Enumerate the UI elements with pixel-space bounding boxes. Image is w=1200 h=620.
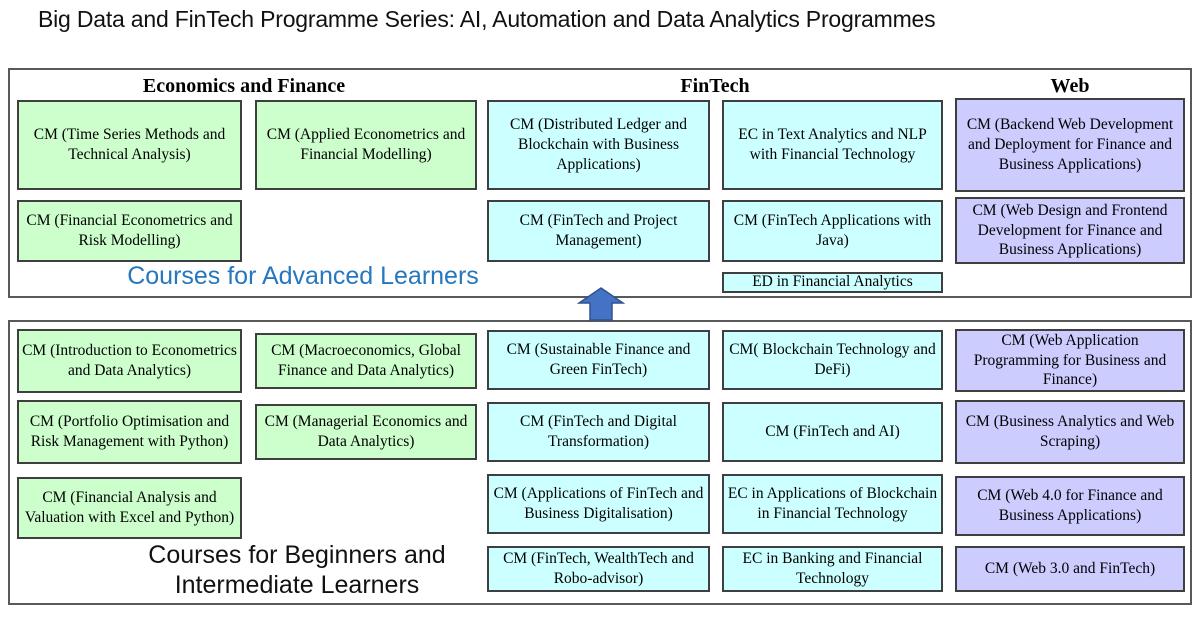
advanced-learners-label: Courses for Advanced Learners	[127, 262, 479, 290]
course-cell: EC in Applications of Blockchain in Fina…	[722, 474, 943, 534]
column-header-fintech: FinTech	[680, 75, 750, 97]
course-cell: CM (Web 4.0 for Finance and Business App…	[955, 476, 1185, 536]
course-cell: CM (Web Application Programming for Busi…	[955, 329, 1185, 392]
column-header-web: Web	[1050, 75, 1090, 97]
course-cell: CM (Distributed Ledger and Blockchain wi…	[487, 100, 710, 190]
course-cell: CM (Financial Econometrics and Risk Mode…	[17, 200, 242, 262]
course-cell: CM (Applied Econometrics and Financial M…	[255, 100, 477, 190]
course-cell: CM( Blockchain Technology and DeFi)	[722, 330, 943, 390]
course-cell: CM (Sustainable Finance and Green FinTec…	[487, 330, 710, 390]
course-cell: CM (Business Analytics and Web Scraping)	[955, 400, 1185, 464]
course-cell: CM (Macroeconomics, Global Finance and D…	[255, 333, 477, 389]
course-cell: CM (Portfolio Optimisation and Risk Mana…	[17, 400, 242, 464]
course-cell: EC in Text Analytics and NLP with Financ…	[722, 100, 943, 190]
course-cell: CM (FinTech and AI)	[722, 402, 943, 462]
page-title: Big Data and FinTech Programme Series: A…	[38, 6, 936, 32]
course-cell: EC in Banking and Financial Technology	[722, 546, 943, 592]
course-cell: CM (FinTech, WealthTech and Robo-advisor…	[487, 546, 710, 592]
up-arrow-icon	[577, 287, 625, 321]
course-cell: CM (Backend Web Development and Deployme…	[955, 98, 1185, 192]
course-cell: CM (Applications of FinTech and Business…	[487, 474, 710, 534]
course-cell: CM (Web Design and Frontend Development …	[955, 197, 1185, 264]
course-cell: CM (Web 3.0 and FinTech)	[955, 546, 1185, 592]
course-cell: ED in Financial Analytics	[722, 272, 943, 293]
course-cell: CM (FinTech Applications with Java)	[722, 200, 943, 262]
beginner-learners-label: Courses for Beginners and Intermediate L…	[148, 541, 446, 599]
course-cell: CM (Financial Analysis and Valuation wit…	[17, 477, 242, 539]
course-cell: CM (Introduction to Econometrics and Dat…	[17, 329, 242, 393]
course-cell: CM (Managerial Economics and Data Analyt…	[255, 404, 477, 460]
course-cell: CM (FinTech and Digital Transformation)	[487, 402, 710, 462]
column-header-economics-finance: Economics and Finance	[142, 75, 346, 97]
course-cell: CM (Time Series Methods and Technical An…	[17, 100, 242, 190]
course-cell: CM (FinTech and Project Management)	[487, 200, 710, 262]
